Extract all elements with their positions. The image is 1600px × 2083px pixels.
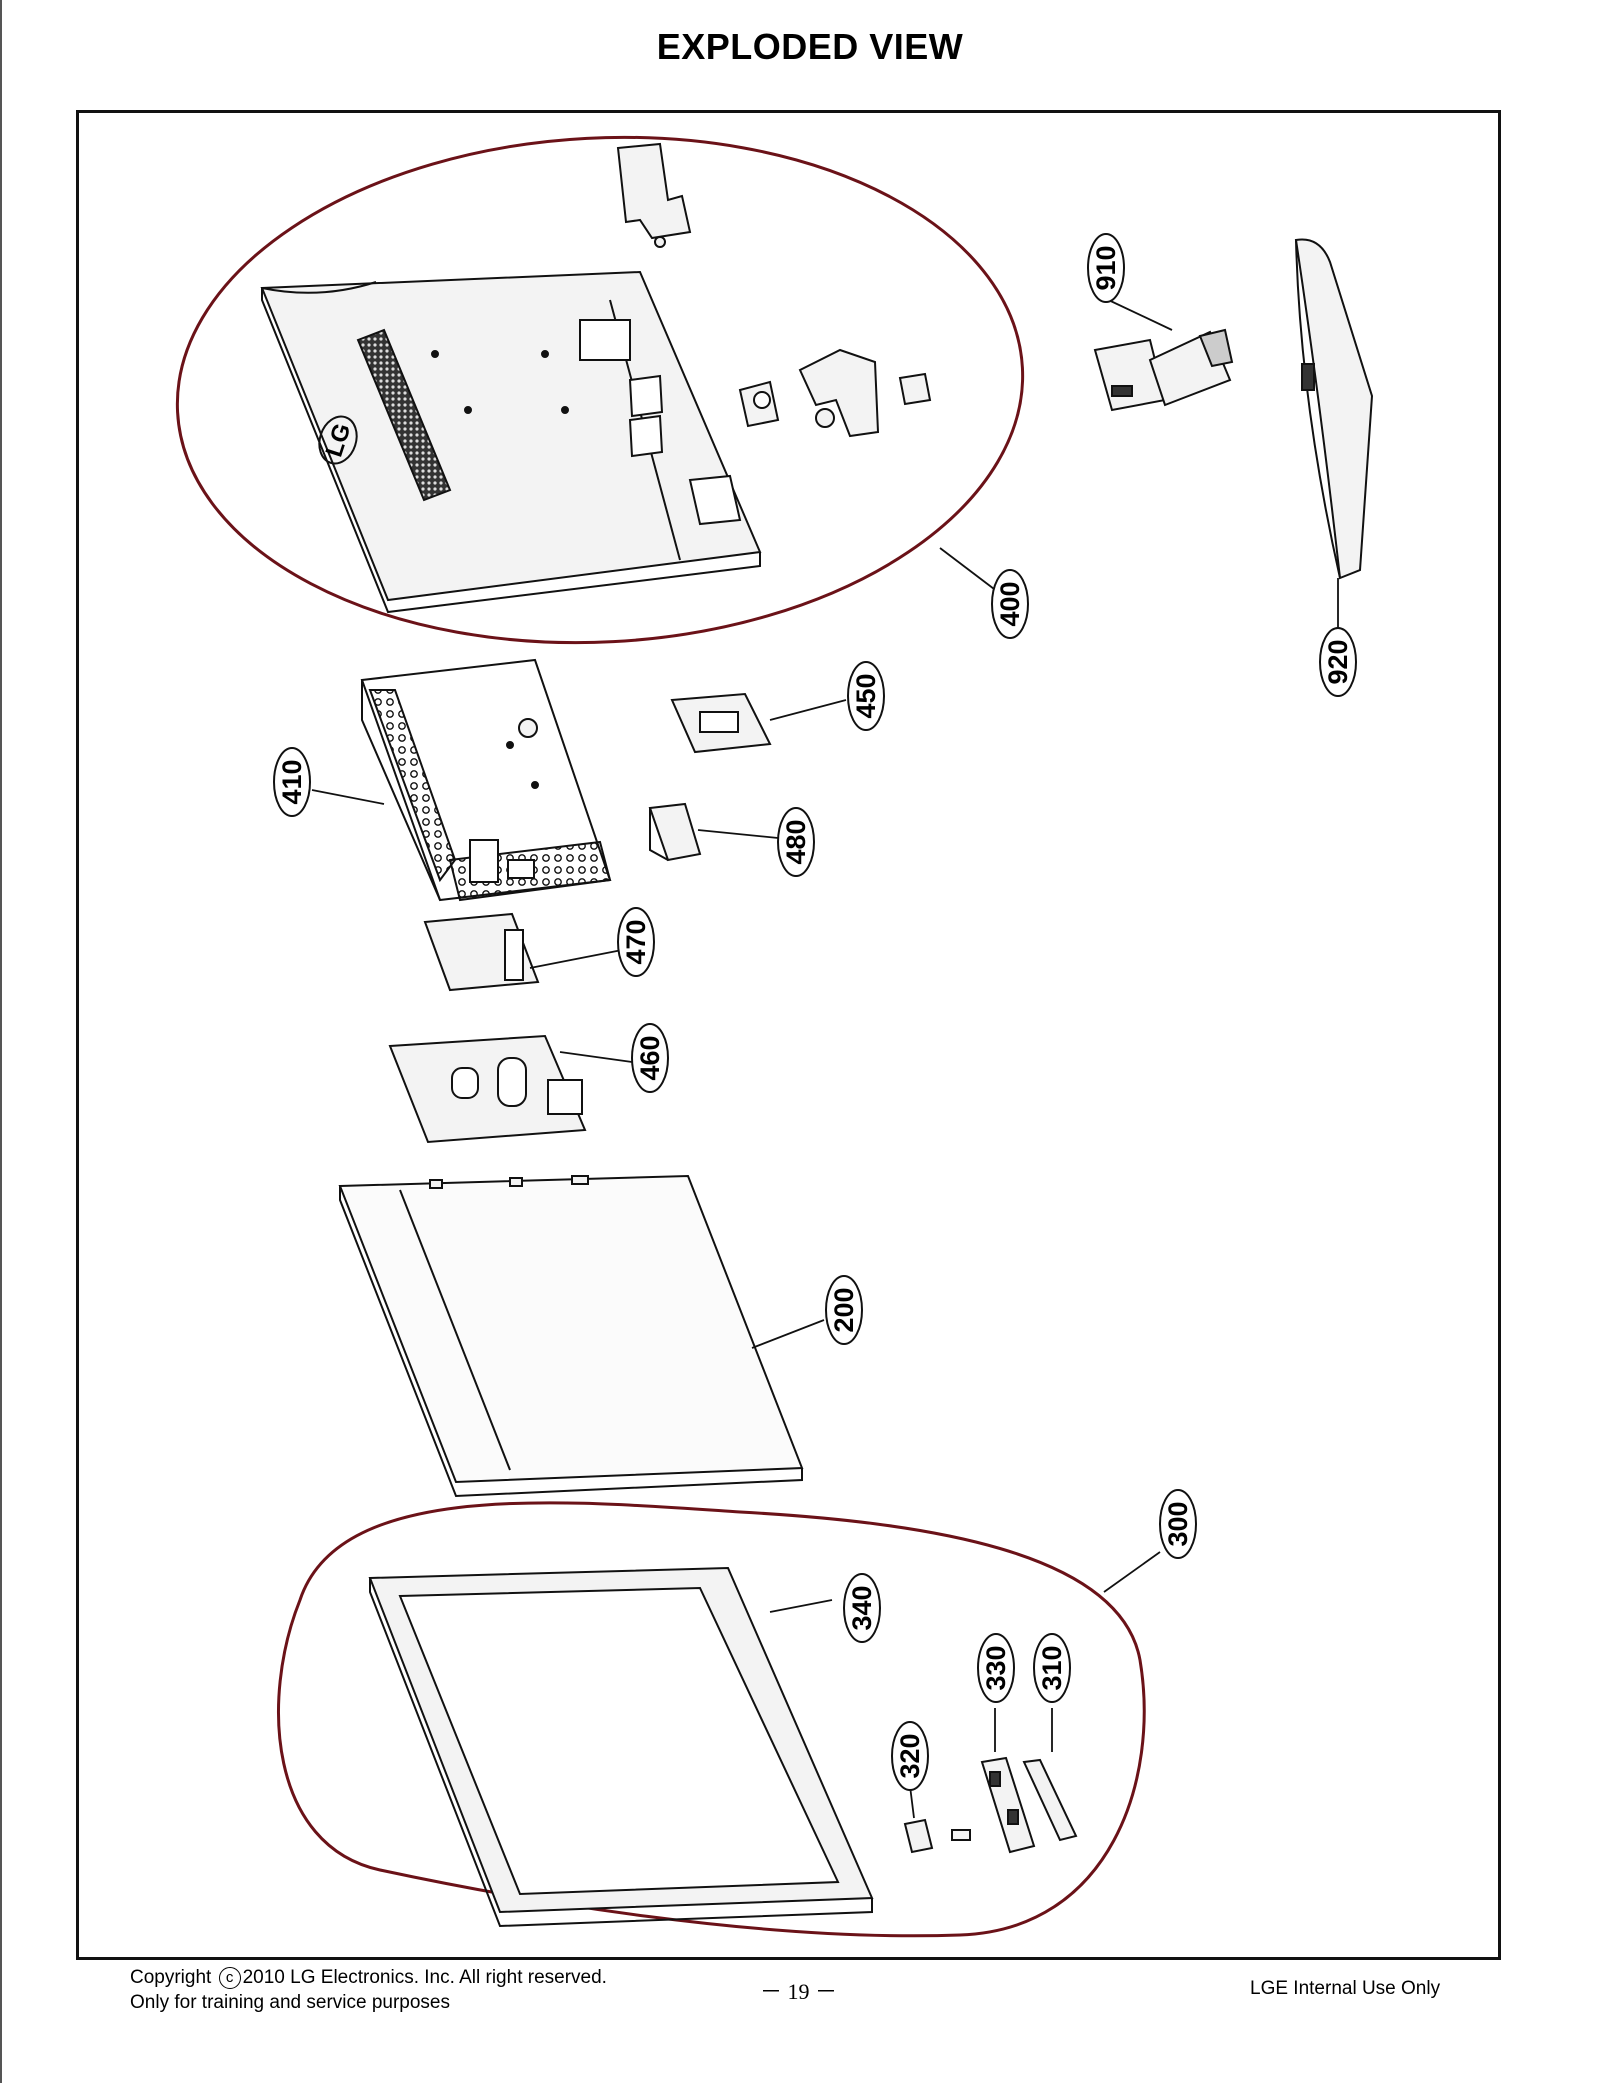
callout-480: 480 <box>777 807 815 877</box>
left-page-edge <box>0 0 2 2083</box>
page-number: － 19 － <box>760 1979 838 2004</box>
control-board-part <box>980 1756 1036 1854</box>
callout-460: 460 <box>631 1023 669 1093</box>
callout-340: 340 <box>843 1573 881 1643</box>
leader-lines <box>311 295 1339 1819</box>
copyright-icon: c <box>218 1966 241 1989</box>
group-300-outline <box>277 1501 1146 1938</box>
small-board-part <box>423 912 540 992</box>
shield-case-part <box>360 658 612 902</box>
svg-text:450: 450 <box>851 673 881 718</box>
bracket-part <box>670 692 772 754</box>
callout-400: 400 <box>991 569 1029 639</box>
svg-text:340: 340 <box>847 1585 877 1630</box>
svg-text:410: 410 <box>277 759 307 804</box>
svg-text:920: 920 <box>1323 639 1353 684</box>
svg-text:470: 470 <box>621 919 651 964</box>
callout-310: 310 <box>1033 1633 1071 1703</box>
svg-text:460: 460 <box>635 1035 665 1080</box>
group-400-outline <box>175 135 1025 645</box>
key-cover-part <box>1022 1758 1078 1842</box>
callout-910: 910 <box>1087 233 1125 303</box>
training-note: Only for training and service purposes <box>130 1992 450 2013</box>
callout-320: 320 <box>891 1721 929 1791</box>
stand-base-part <box>1294 238 1374 580</box>
power-board-part <box>388 1034 587 1144</box>
lcd-module-part <box>338 1174 804 1498</box>
svg-text:200: 200 <box>829 1287 859 1332</box>
callout-920: 920 <box>1319 627 1357 697</box>
hinge-parts <box>616 142 932 438</box>
diagram-frame <box>76 110 1501 1960</box>
callout-470: 470 <box>617 907 655 977</box>
ferrite-core-part <box>648 802 702 862</box>
callout-450: 450 <box>847 661 885 731</box>
front-bezel-part <box>368 1566 874 1928</box>
callout-410: 410 <box>273 747 311 817</box>
callout-330: 330 <box>977 1633 1015 1703</box>
svg-text:300: 300 <box>1163 1501 1193 1546</box>
stand-body-part <box>1093 328 1234 412</box>
page-title: EXPLODED VIEW <box>656 26 964 67</box>
svg-text:480: 480 <box>781 819 811 864</box>
callout-300: 300 <box>1159 1489 1197 1559</box>
control-button-part <box>903 1818 971 1854</box>
svg-text:320: 320 <box>895 1733 925 1778</box>
copyright-rest: 2010 LG Electronics. Inc. All right rese… <box>242 1967 607 1988</box>
back-cover-part <box>260 270 762 614</box>
svg-text:910: 910 <box>1091 245 1121 290</box>
copyright-prefix: Copyright <box>130 1967 212 1988</box>
svg-text:330: 330 <box>981 1645 1011 1690</box>
svg-text:310: 310 <box>1037 1645 1067 1690</box>
svg-text:400: 400 <box>995 581 1025 626</box>
internal-use-label: LGE Internal Use Only <box>1250 1978 1441 1999</box>
callout-200: 200 <box>825 1275 863 1345</box>
